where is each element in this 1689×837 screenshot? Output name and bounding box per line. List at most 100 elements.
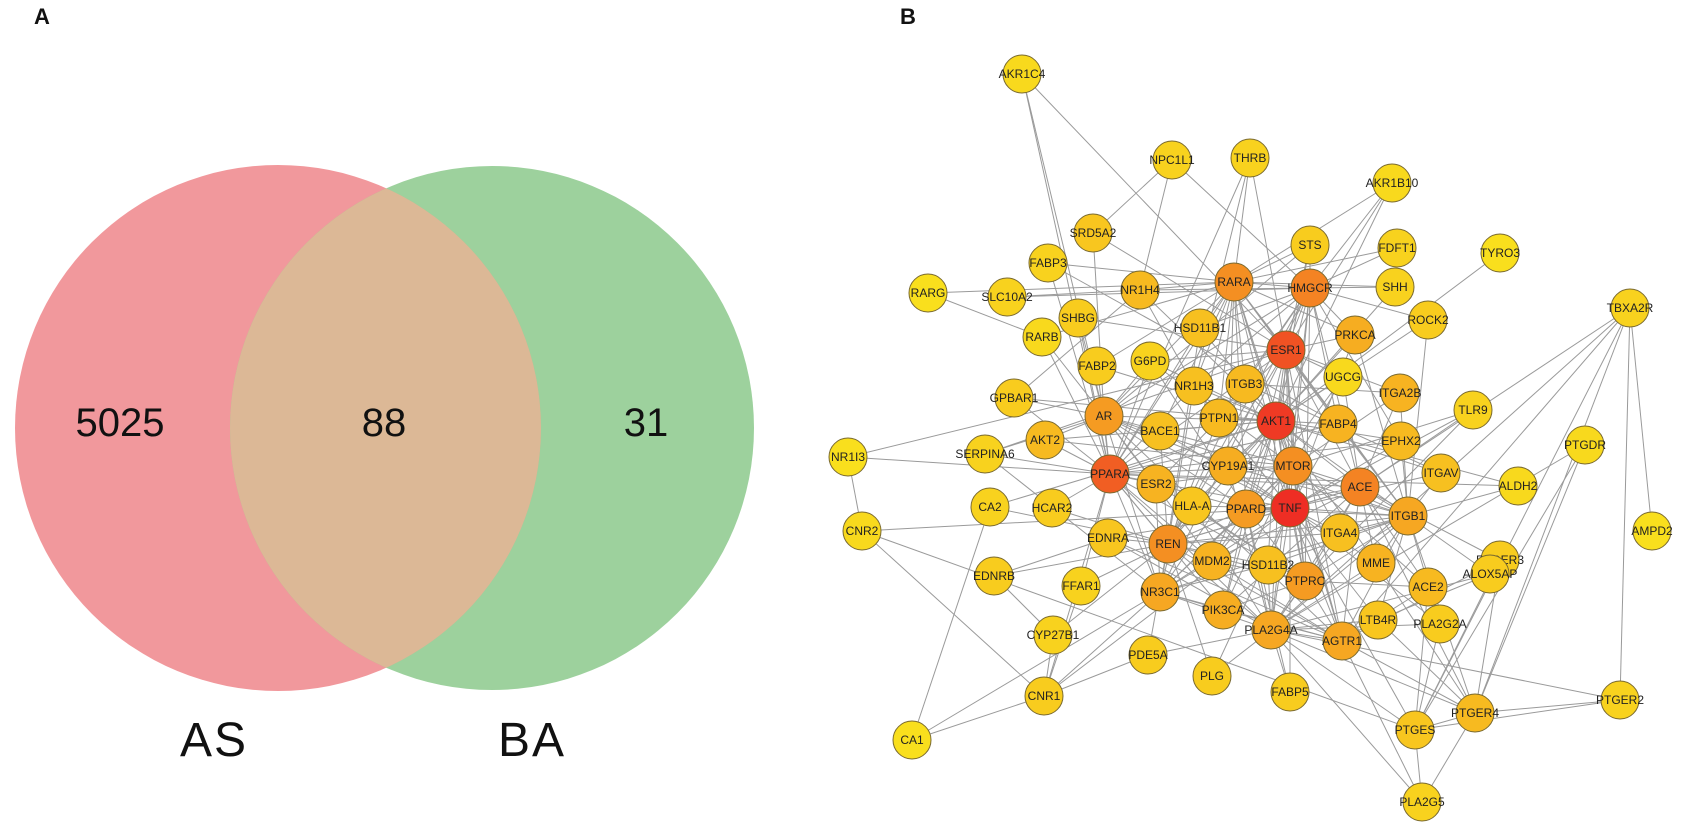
- network-edge: [1275, 182, 1393, 422]
- network-node-label: AKT2: [1030, 433, 1060, 447]
- network-node-label: RARB: [1025, 330, 1058, 344]
- network-node: AR: [1084, 396, 1124, 436]
- network-node: ESR1: [1266, 330, 1306, 370]
- network-node: AKT1: [1256, 401, 1296, 441]
- network-node: AMPD2: [1631, 511, 1673, 551]
- network-node-circle: [1251, 610, 1291, 650]
- network-edge: [1377, 619, 1476, 714]
- network-node: PPARD: [1226, 489, 1267, 529]
- network-node-label: SRD5A2: [1070, 226, 1117, 240]
- network-node-circle: [1024, 676, 1064, 716]
- network-node-label: FABP3: [1029, 256, 1067, 270]
- network-node-label: ITGA4: [1323, 526, 1358, 540]
- network-node-label: LTB4R: [1360, 613, 1397, 627]
- network-edge: [1275, 252, 1501, 422]
- network-node-label: HCAR2: [1032, 501, 1073, 515]
- network-edge: [1013, 289, 1141, 399]
- network-node-circle: [1285, 561, 1325, 601]
- network-edge: [861, 507, 1291, 532]
- network-node: FABP4: [1318, 404, 1358, 444]
- network-node-circle: [1322, 621, 1362, 661]
- network-node-circle: [1388, 496, 1428, 536]
- network-node-circle: [970, 487, 1010, 527]
- venn-count-intersection: 88: [362, 401, 407, 445]
- network-node-label: ESR1: [1270, 343, 1302, 357]
- network-edge: [993, 543, 1169, 577]
- network-node-circle: [908, 273, 948, 313]
- network-node: LTB4R: [1358, 600, 1398, 640]
- network-node-label: SERPINA6: [955, 447, 1015, 461]
- network-node-label: SLC10A2: [981, 290, 1033, 304]
- network-edge: [1292, 287, 1311, 467]
- network-node: MDM2: [1192, 541, 1232, 581]
- network-node-label: FDFT1: [1378, 241, 1416, 255]
- network-edge: [1270, 629, 1476, 714]
- network-node: TBXA2R: [1607, 288, 1654, 328]
- network-node-label: NR1H3: [1174, 379, 1214, 393]
- network-node-circle: [1380, 373, 1420, 413]
- network-node-circle: [1270, 488, 1310, 528]
- network-edge: [1309, 182, 1393, 289]
- network-edge: [1304, 515, 1409, 582]
- network-node: AKR1B10: [1366, 163, 1419, 203]
- network-node-circle: [1408, 300, 1448, 340]
- network-node: ESR2: [1136, 464, 1176, 504]
- network-edge: [1103, 415, 1277, 422]
- network-node: FABP2: [1077, 346, 1117, 386]
- network-node: HCAR2: [1032, 488, 1073, 528]
- network-node: AGTR1: [1322, 621, 1362, 661]
- network-edge: [1270, 629, 1423, 803]
- network-node-circle: [1148, 524, 1188, 564]
- network-edge: [1159, 420, 1277, 593]
- network-node: G6PD: [1130, 341, 1170, 381]
- network-node-label: MTOR: [1275, 459, 1310, 473]
- network-edge: [1359, 486, 1501, 561]
- network-node-label: PLA2G5: [1399, 795, 1445, 809]
- network-edge: [1211, 507, 1291, 677]
- network-edge: [1233, 157, 1251, 283]
- network-node-circle: [1600, 680, 1640, 720]
- network-node: AKR1C4: [999, 54, 1046, 94]
- network-node: PPARA: [1090, 454, 1130, 494]
- venn-intersection: [230, 166, 541, 690]
- network-node-circle: [1058, 298, 1098, 338]
- network-edge: [861, 530, 1416, 731]
- network-edge: [1139, 159, 1173, 291]
- network-node: PLA2G2A: [1413, 604, 1467, 644]
- network-edge: [1289, 409, 1474, 509]
- network-node-label: PTGES: [1395, 723, 1436, 737]
- network-edge: [1474, 444, 1586, 714]
- network-edge: [911, 506, 991, 741]
- network-node-circle: [1632, 511, 1672, 551]
- network-edge: [1103, 415, 1247, 510]
- network-edge: [1341, 640, 1423, 803]
- network-node: SLC10A2: [981, 277, 1033, 317]
- network-edge: [1414, 699, 1621, 731]
- network-node: RARG: [908, 273, 948, 313]
- network-node-circle: [1088, 518, 1128, 558]
- network-node-circle: [1372, 163, 1412, 203]
- network-edge: [1227, 465, 1409, 517]
- network-node-label: PDE5A: [1128, 648, 1167, 662]
- network-edge: [1167, 515, 1409, 545]
- network-node-label: GPBAR1: [990, 391, 1039, 405]
- network-node: HSD11B1: [1174, 308, 1227, 348]
- network-node-label: CYP27B1: [1027, 628, 1080, 642]
- network-edge: [1147, 629, 1272, 656]
- network-node-label: ITGAV: [1423, 466, 1458, 480]
- network-node-label: STS: [1298, 238, 1321, 252]
- network-node-label: EPHX2: [1381, 434, 1421, 448]
- network-edge: [1211, 560, 1343, 642]
- network-node-circle: [1174, 366, 1214, 406]
- network-node-label: AR: [1096, 409, 1113, 423]
- network-node: EDNRA: [1087, 518, 1129, 558]
- network-node-label: EDNRA: [1087, 531, 1129, 545]
- network-node: NR1I3: [828, 437, 868, 477]
- network-edge: [1041, 336, 1111, 475]
- network-node-circle: [1192, 656, 1232, 696]
- network-node: CNR1: [1024, 676, 1064, 716]
- network-node: ALDH2: [1498, 466, 1538, 506]
- network-node: ITGA4: [1320, 513, 1360, 553]
- network-node: ITGB1: [1388, 496, 1428, 536]
